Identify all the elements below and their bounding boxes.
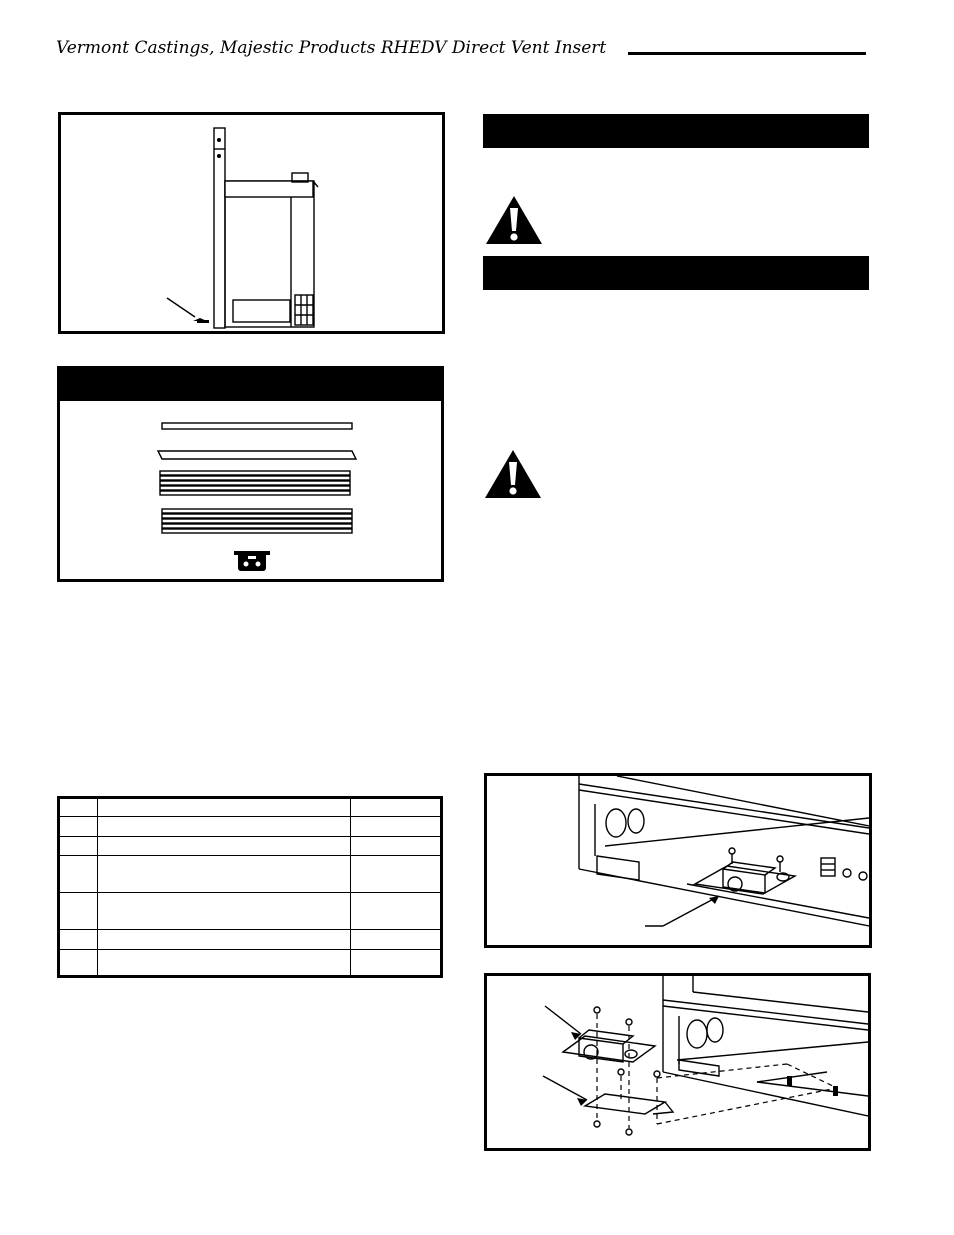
parts-table xyxy=(57,796,443,978)
table-row xyxy=(59,798,441,817)
kit-components-drawing xyxy=(156,422,358,571)
section-heading-bar-2 xyxy=(483,256,869,290)
figure-kit-components xyxy=(57,366,444,582)
table-row xyxy=(59,855,441,893)
figure-bracket-location xyxy=(484,773,872,948)
table-row xyxy=(59,949,441,976)
table-row xyxy=(59,892,441,930)
table-row xyxy=(59,929,441,950)
side-elevation-drawing xyxy=(166,127,319,329)
table-row xyxy=(59,816,441,837)
figure-bracket-exploded xyxy=(484,973,871,1151)
bracket-exploded-drawing xyxy=(542,976,868,1136)
parts-table-grid xyxy=(59,798,441,976)
section-heading-bar-1 xyxy=(483,114,869,148)
kit-title-bar xyxy=(60,369,441,401)
header-rule xyxy=(628,52,866,55)
warning-triangle-icon xyxy=(485,450,541,498)
table-row xyxy=(59,836,441,856)
bracket-location-drawing xyxy=(578,776,869,927)
warning-triangle-icon xyxy=(486,196,542,244)
page-header-title: Vermont Castings, Majestic Products RHED… xyxy=(56,38,607,58)
figure-side-elevation xyxy=(58,112,445,334)
